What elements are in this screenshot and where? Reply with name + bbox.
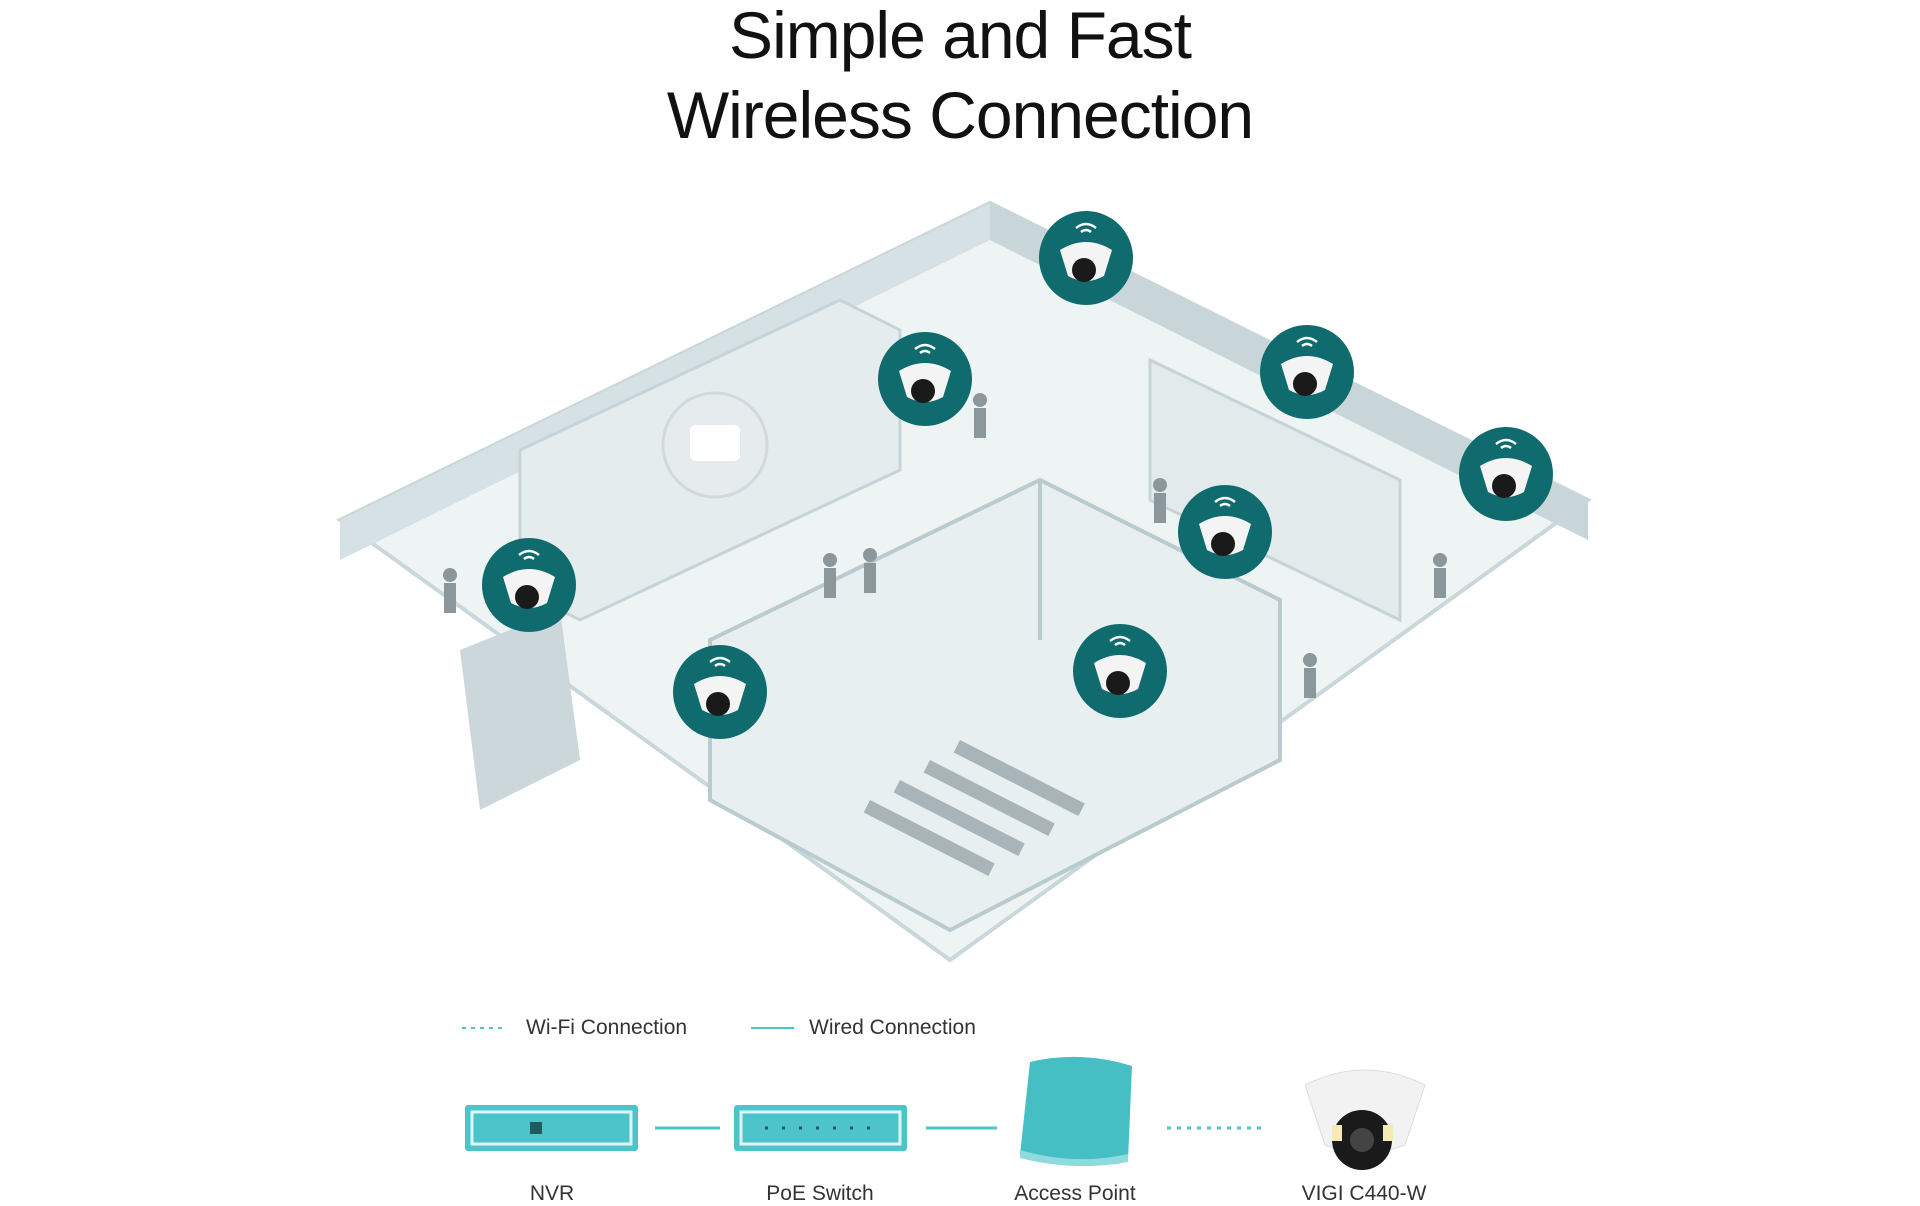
reception-block <box>460 610 580 810</box>
access-point-label: Access Point <box>1014 1182 1136 1205</box>
headline-line-2: Wireless Connection <box>666 78 1254 152</box>
people <box>443 393 1447 698</box>
wifi-camera-badge-icon <box>1073 624 1167 718</box>
camera-label: VIGI C440-W <box>1301 1182 1427 1205</box>
wifi-legend-label: Wi-Fi Connection <box>526 1016 688 1039</box>
wifi-camera-badge-icon <box>673 645 767 739</box>
wifi-camera-badge-icon <box>1178 485 1272 579</box>
headline-line-1: Simple and Fast <box>729 0 1192 72</box>
wifi-camera-badge-icon <box>1459 427 1553 521</box>
wifi-camera-badge-icon <box>482 538 576 632</box>
vigi-camera-device <box>1304 1069 1426 1170</box>
nvr-label: NVR <box>529 1182 575 1205</box>
wifi-camera-badge-icon <box>1039 211 1133 305</box>
poe-switch-device <box>734 1105 907 1151</box>
poe-switch-label: PoE Switch <box>766 1182 874 1205</box>
seating-rows <box>863 740 1085 877</box>
wifi-camera-badge-icon <box>878 332 972 426</box>
partition <box>1148 357 1402 623</box>
wifi-camera-badge-icon <box>1260 325 1354 419</box>
access-point-device <box>1020 1056 1132 1167</box>
nvr-device <box>465 1105 638 1151</box>
wired-legend-label: Wired Connection <box>809 1016 976 1039</box>
